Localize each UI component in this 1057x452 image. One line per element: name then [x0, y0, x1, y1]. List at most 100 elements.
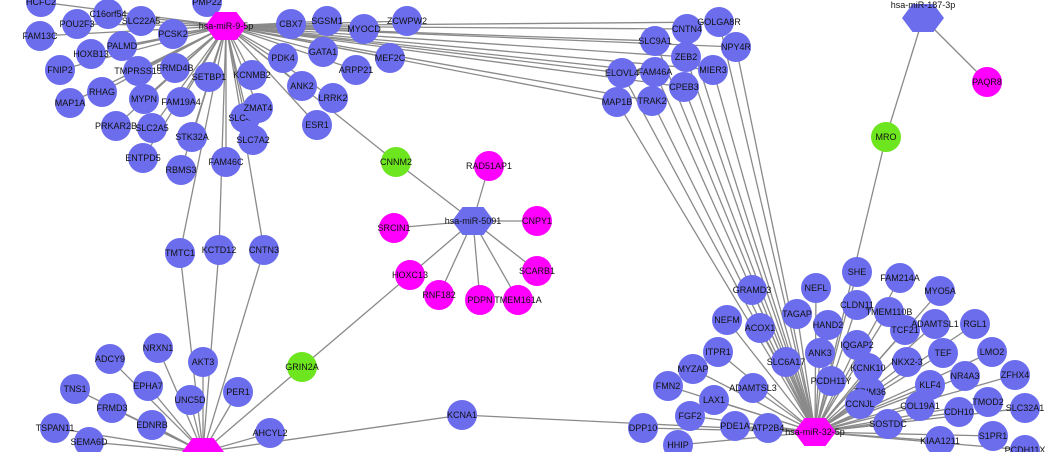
edge-mir32-s1pr1	[814, 431, 994, 437]
target-node-mypn: MYPN	[129, 84, 159, 114]
node-circle	[853, 353, 883, 383]
node-circle	[704, 7, 734, 37]
target-node-akt3: AKT3	[188, 347, 218, 377]
target-node-slc6a17: SLC6A17	[767, 347, 805, 377]
target-node-hand2: HAND2	[813, 310, 843, 340]
node-circle	[873, 409, 903, 439]
node-label: PDPN	[467, 295, 492, 305]
node-label: KLF4	[919, 380, 941, 390]
target-node-tns1: TNS1	[60, 374, 90, 404]
target-node-tcf21: TCF21	[890, 315, 920, 345]
edge-mir9-trak2	[225, 25, 653, 102]
node-circle	[675, 401, 705, 431]
edge-mir32-tagap	[796, 313, 816, 433]
edge-cntn3-mirbl	[202, 249, 265, 452]
node-circle	[663, 430, 693, 452]
target-node-fmn2: FMN2	[653, 371, 683, 401]
target-node-cntn3: CNTN3	[249, 235, 279, 265]
node-circle	[928, 338, 958, 368]
node-circle	[143, 333, 173, 363]
node-circle	[126, 6, 156, 36]
node-label: STK32A	[175, 132, 209, 142]
node-label: HHIP	[667, 440, 689, 450]
target-node-slc22a5: SLC22A5	[122, 6, 160, 36]
node-circle	[177, 122, 207, 152]
node-circle	[74, 427, 104, 452]
node-circle	[175, 385, 205, 415]
edge-mir9-slc2a5	[151, 25, 227, 129]
target-node-nr4a3: NR4A3	[950, 361, 980, 391]
node-circle	[349, 14, 379, 44]
target-node-cpeb3: CPEB3	[669, 72, 699, 102]
node-label: UNC5D	[174, 395, 206, 405]
target-node-adcy9: ADCY9	[95, 344, 125, 374]
node-label: POU2F3	[59, 19, 94, 29]
edge-mirbl-adcy9	[109, 358, 204, 452]
node-circle	[308, 37, 338, 67]
node-label: AHCYL2	[252, 428, 287, 438]
node-circle	[720, 411, 750, 441]
target-node-tmod2: TMOD2	[972, 387, 1004, 417]
node-label: SLC4A1	[228, 113, 262, 123]
node-label: PAQR8	[972, 77, 1002, 87]
target-node-pde1a: PDE1A	[720, 411, 750, 441]
node-circle	[97, 393, 127, 423]
target-node-nrxn1: NRXN1	[143, 333, 173, 363]
target-node-fam46c: FAM46C	[208, 147, 244, 177]
node-circle	[192, 0, 222, 17]
node-label: MIER3	[699, 65, 727, 75]
node-circle	[25, 21, 55, 51]
node-circle	[678, 354, 708, 384]
target-node-palmd: PALMD	[107, 31, 138, 61]
node-circle	[637, 86, 667, 116]
node-circle	[738, 373, 768, 403]
node-label: SLC7A2	[236, 135, 270, 145]
node-label: MYPN	[131, 94, 157, 104]
target-node-sostdc: SOSTDC	[869, 409, 907, 439]
node-label: KCNA1	[447, 410, 477, 420]
node-circle	[287, 352, 317, 382]
target-node-zfhx4: ZFHX4	[1000, 360, 1030, 390]
node-label: NEFM	[714, 315, 740, 325]
node-circle	[925, 426, 955, 452]
node-label: MAP1B	[602, 97, 633, 107]
node-label: FRMD3	[97, 403, 128, 413]
node-label: MYZAP	[677, 364, 708, 374]
target-node-sema6d: SEMA6D	[70, 427, 108, 452]
node-circle	[669, 72, 699, 102]
bridge-node-cnnm2: CNNM2	[380, 147, 412, 177]
magenta-node-paqr8: PAQR8	[972, 67, 1002, 97]
node-label: TCF21	[891, 325, 919, 335]
node-circle	[160, 53, 190, 83]
node-circle	[698, 55, 728, 85]
node-label: TRAK2	[637, 96, 666, 106]
node-label: GOLGA8R	[697, 17, 741, 27]
node-label: SLC32A1	[1006, 403, 1045, 413]
node-circle	[607, 58, 637, 88]
node-label: FGF2	[678, 411, 701, 421]
node-label: FAM13C	[22, 31, 58, 41]
node-label: FAM214A	[880, 273, 920, 283]
node-circle	[424, 280, 454, 310]
node-label: NR4A3	[950, 371, 979, 381]
edge-mirbl-kcna1	[202, 414, 463, 452]
node-label: NEFL	[804, 283, 827, 293]
mirna-node-mir9: hsa-miR-9-5p	[199, 12, 254, 40]
node-circle	[813, 310, 843, 340]
edge-mir9-golga8r	[225, 21, 720, 27]
target-node-slc2a5: SLC2A5	[135, 113, 169, 143]
node-label: CNTN4	[672, 24, 702, 34]
node-circle	[204, 235, 234, 265]
node-label: DPP10	[629, 423, 658, 433]
node-label: CNTN3	[249, 245, 279, 255]
mirna-label: hsa-miR-9-5p	[199, 21, 254, 31]
node-label: SOSTDC	[869, 419, 907, 429]
mirna-node-mirbl	[182, 438, 224, 452]
node-circle	[672, 14, 702, 44]
target-node-adamtsl3: ADAMTSL3	[729, 373, 777, 403]
target-node-she: SHE	[842, 257, 872, 287]
node-label: ATP2B4	[752, 423, 785, 433]
node-circle	[379, 213, 409, 243]
target-node-entpd5: ENTPD5	[125, 143, 161, 173]
node-circle	[123, 56, 153, 86]
